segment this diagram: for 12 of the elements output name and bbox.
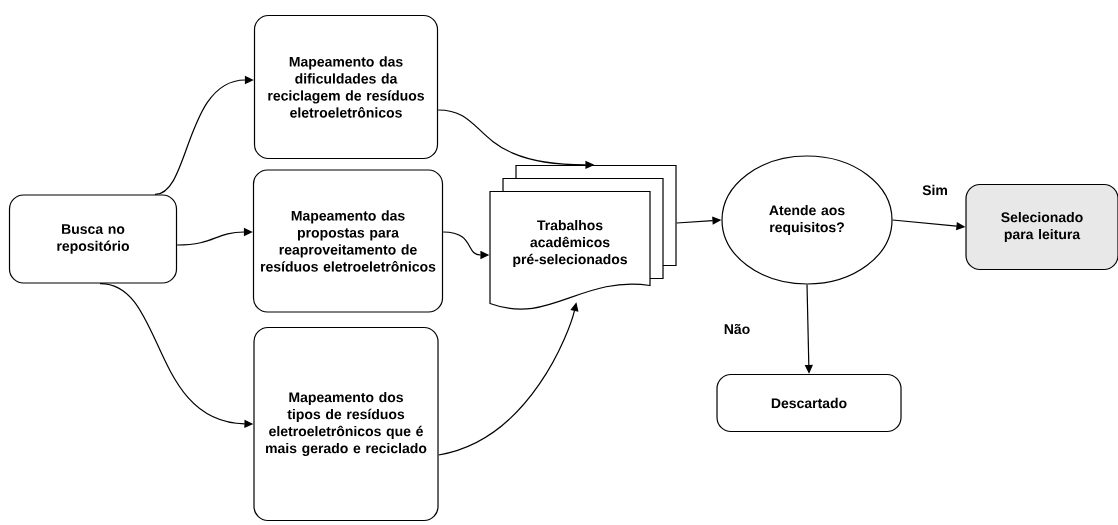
arrow [154,75,254,195]
process-box: Mapeamento das dificuldades da reciclagem de resíduos eletroeletrônicos [253,14,439,160]
process-box: Descartado [716,373,902,433]
process-box: Mapeamento dos tipos de resíduos eletroeletrônicos que é mais gerado e reciclado [253,326,439,522]
arrow [176,227,253,246]
edge-label: Sim [921,183,949,197]
edge-label: Não [722,322,752,336]
document-stack: Trabalhos acadêmicos pré-selecionados [489,164,677,310]
process-box: Selecionado para leitura [965,183,1118,271]
process-box: Busca no repositório [8,194,178,284]
arrow [438,302,579,456]
process-box: Mapeamento das propostas para reaproveitamento de resíduos eletroeletrônicos [252,169,444,313]
